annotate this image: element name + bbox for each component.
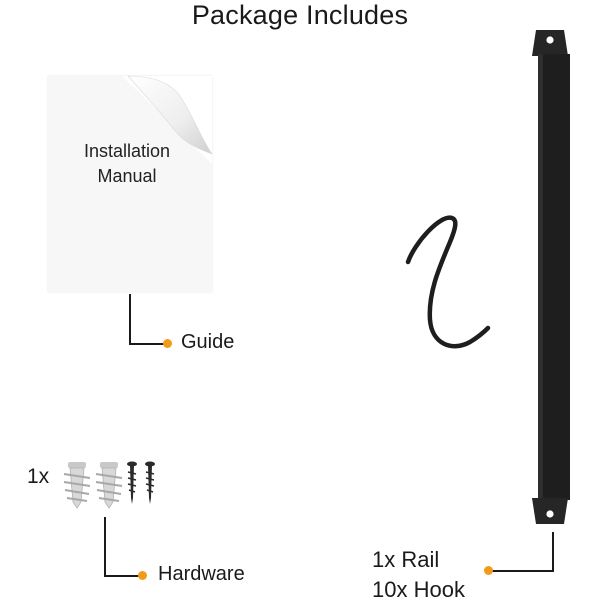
- page-curl-icon: [122, 75, 213, 164]
- anchor-icon: [95, 462, 123, 509]
- hardware-quantity: 1x: [27, 465, 50, 488]
- rail-label: 1x Rail: [372, 547, 440, 572]
- anchor-icon: [63, 462, 91, 509]
- manual-label: Installation Manual: [62, 139, 192, 189]
- rail-leader-horizontal: [490, 570, 554, 572]
- rail-leader-vertical: [552, 532, 554, 572]
- manual-line-2: Manual: [97, 166, 157, 186]
- guide-leader-vertical: [129, 294, 131, 345]
- screw-icon: [127, 461, 137, 504]
- s-hook-icon: [405, 215, 491, 349]
- screw-icon: [145, 461, 155, 504]
- rail-dot: [484, 566, 493, 575]
- hardware-set: [63, 461, 155, 509]
- guide-leader-horizontal: [129, 343, 167, 345]
- guide-dot: [163, 339, 172, 348]
- hardware-dot: [138, 571, 147, 580]
- page-title: Package Includes: [191, 0, 409, 30]
- rail-hook-labels: 1x Rail 10x Hook: [372, 545, 465, 605]
- hardware-leader-vertical: [104, 517, 106, 577]
- hook-label: 10x Hook: [372, 577, 465, 602]
- hardware-leader-horizontal: [104, 575, 142, 577]
- guide-label: Guide: [181, 331, 235, 353]
- hardware-label: Hardware: [158, 563, 245, 585]
- rail-icon: [532, 30, 570, 524]
- manual-line-1: Installation: [83, 141, 171, 161]
